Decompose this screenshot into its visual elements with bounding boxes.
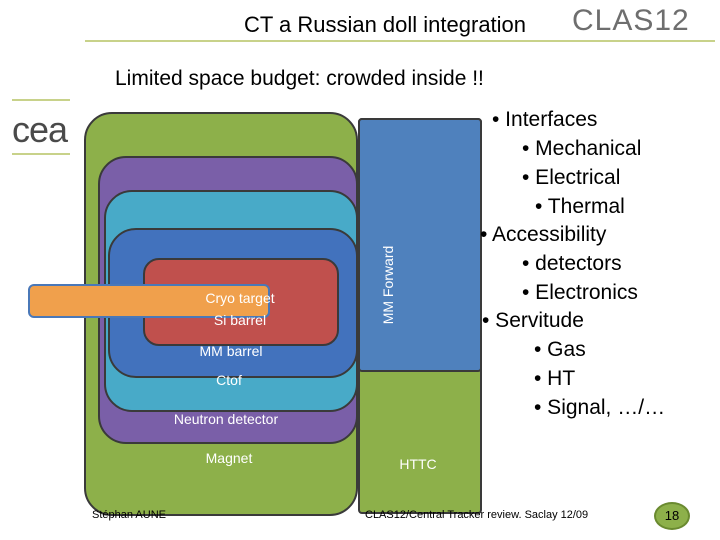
footer-event: CLAS12/Central Tracker review. Saclay 12… xyxy=(365,509,589,521)
page-number: 18 xyxy=(654,502,690,530)
bullet-item: • Signal, …/… xyxy=(534,396,666,419)
cryo-target-label: Cryo target xyxy=(205,290,275,306)
mm-forward-label: MM Forward xyxy=(380,245,396,325)
title-divider xyxy=(85,40,715,42)
clas12-logo: CLAS12 xyxy=(572,4,690,37)
bullet-item: • Mechanical xyxy=(522,137,642,160)
neutron-detector-label: Neutron detector xyxy=(173,411,279,427)
magnet-label: Magnet xyxy=(205,450,253,466)
beam-pipe xyxy=(28,284,270,318)
ctof-label: Ctof xyxy=(216,372,242,388)
cea-logo-top-line xyxy=(12,99,70,101)
bullet-item: • Gas xyxy=(534,338,586,361)
bullet-item: • Thermal xyxy=(535,195,625,218)
footer-author: Stéphan AUNE xyxy=(92,509,166,521)
bullet-item: • Interfaces xyxy=(492,108,598,131)
bullet-item: • Accessibility xyxy=(480,223,607,246)
mm-barrel-label: MM barrel xyxy=(199,343,263,359)
bullet-item: • Electrical xyxy=(522,166,621,189)
mm-forward-block xyxy=(358,118,482,372)
httc-label: HTTC xyxy=(399,456,437,472)
bullet-item: • Servitude xyxy=(482,309,584,332)
slide-title: CT a Russian doll integration xyxy=(243,12,527,37)
bullet-item: • detectors xyxy=(522,252,622,275)
slide-subtitle: Limited space budget: crowded inside !! xyxy=(115,67,484,90)
cea-logo-bottom-line xyxy=(12,153,70,155)
bullet-item: • Electronics xyxy=(522,281,638,304)
si-barrel-label: Si barrel xyxy=(213,312,267,328)
cea-logo: cea xyxy=(12,109,68,150)
bullet-item: • HT xyxy=(534,367,576,390)
